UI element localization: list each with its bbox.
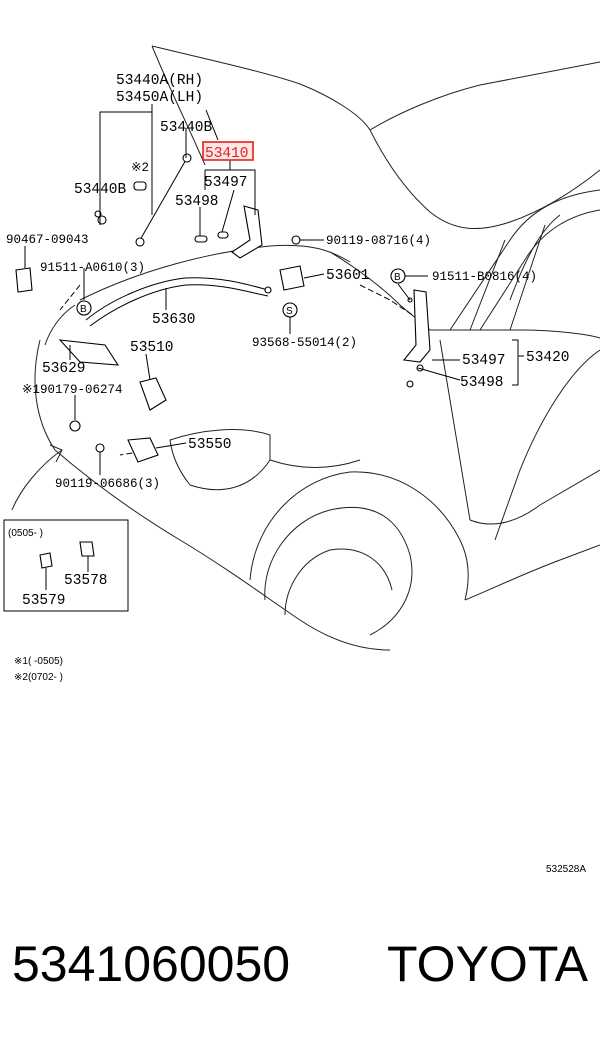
- marker-b-left: B: [76, 300, 92, 316]
- footer: 5341060050 TOYOTA: [0, 935, 600, 1015]
- note-2: ※2(0702- ): [14, 672, 63, 683]
- note-2-mark: ※2: [131, 161, 149, 175]
- part-label-53629[interactable]: 53629: [42, 361, 86, 377]
- part-label-53601[interactable]: 53601: [326, 268, 370, 284]
- part-label-53440b-top[interactable]: 53440B: [160, 120, 213, 136]
- figure-code: 532528A: [546, 864, 586, 875]
- marker-b-right-text: B: [394, 272, 401, 283]
- part-shapes: [15, 153, 431, 463]
- inset-range: (0505- ): [8, 528, 43, 539]
- marker-b-left-text: B: [80, 304, 87, 315]
- part-label-53498-right[interactable]: 53498: [460, 375, 504, 391]
- part-label-91511-a0610[interactable]: 91511-A0610(3): [40, 261, 145, 275]
- marker-s: S: [282, 302, 298, 318]
- part-label-53550[interactable]: 53550: [188, 437, 232, 453]
- footer-brand: TOYOTA: [387, 936, 588, 992]
- part-labels: 53440A(RH) 53450A(LH) 53440B ※2 53497 53…: [6, 73, 570, 491]
- part-label-53450a-lh[interactable]: 53450A(LH): [116, 90, 203, 106]
- part-label-53410[interactable]: 53410: [205, 146, 249, 162]
- part-label-91511-b0816[interactable]: 91511-B0816(4): [432, 270, 537, 284]
- part-label-90119-08716[interactable]: 90119-08716(4): [326, 234, 431, 248]
- vehicle-outline: [11, 45, 600, 651]
- part-label-90467-09043[interactable]: 90467-09043: [6, 233, 89, 247]
- part-label-93568-55014[interactable]: 93568-55014(2): [252, 336, 357, 350]
- highlight-box: [202, 141, 254, 161]
- part-label-53440b-left[interactable]: 53440B: [74, 182, 127, 198]
- note-1: ※1( -0505): [14, 656, 63, 667]
- part-label-53498-top[interactable]: 53498: [175, 194, 219, 210]
- part-label-53579[interactable]: 53579: [22, 593, 66, 609]
- footer-part-number: 5341060050: [12, 936, 291, 992]
- part-label-53440a-rh[interactable]: 53440A(RH): [116, 73, 203, 89]
- leader-lines: [24, 104, 524, 475]
- part-label-53510[interactable]: 53510: [130, 340, 174, 356]
- part-label-53497-top[interactable]: 53497: [204, 175, 248, 191]
- marker-b-right: B: [390, 268, 406, 284]
- part-label-90119-06686[interactable]: 90119-06686(3): [55, 477, 160, 491]
- part-label-53420[interactable]: 53420: [526, 350, 570, 366]
- part-label-53497-right[interactable]: 53497: [462, 353, 506, 369]
- part-label-90179-06274[interactable]: ※190179-06274: [22, 383, 123, 397]
- part-label-53578[interactable]: 53578: [64, 573, 108, 589]
- inset-box: (0505- ) 53578 53579: [3, 519, 129, 612]
- part-label-53630[interactable]: 53630: [152, 312, 196, 328]
- marker-s-text: S: [286, 306, 293, 317]
